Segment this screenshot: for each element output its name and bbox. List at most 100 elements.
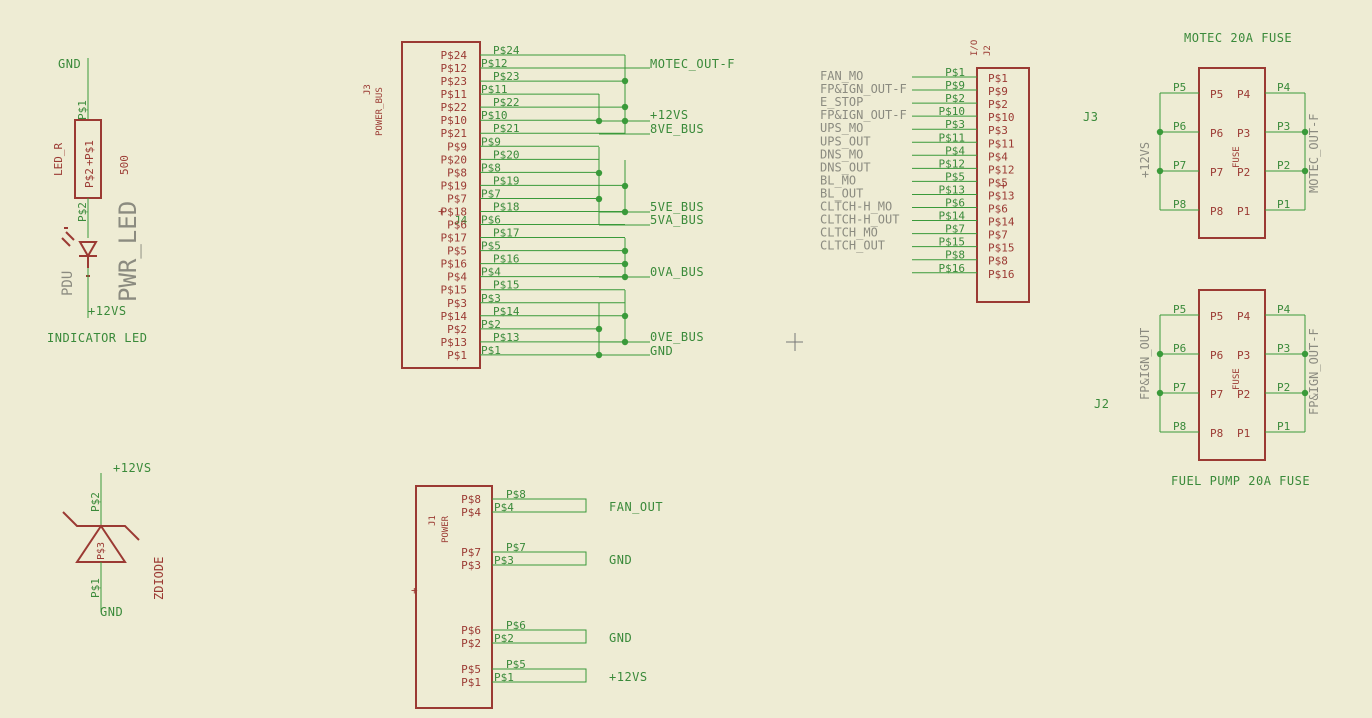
io-pin-label: P$14 xyxy=(988,216,1015,229)
power-bus-wires xyxy=(480,54,650,356)
fuse-title: FUEL PUMP 20A FUSE xyxy=(1171,474,1310,488)
power-bus-pin-label: P$4 xyxy=(447,271,467,284)
fuse-left-pin: P5 xyxy=(1173,303,1186,316)
fuse-left-pin: P7 xyxy=(1173,381,1186,394)
gnd-net-label: GND xyxy=(58,57,81,71)
power-bus-pin-label: P$3 xyxy=(447,297,467,310)
power-bus-pin-label: P$23 xyxy=(441,75,468,88)
zdiode-block: +12VS P$2 P$3 P$1 GND ZDIODE xyxy=(62,461,166,619)
motec-fuse-ref: J3 xyxy=(1083,110,1098,124)
fuse-junction xyxy=(1156,389,1164,397)
power-net-label: GND xyxy=(609,553,632,567)
zdiode-pin-top-label: P$2 xyxy=(89,492,102,512)
zdiode-gnd-label: GND xyxy=(100,605,123,619)
power-bus-wire-label: P$4 xyxy=(481,266,501,279)
io-connector-name: I/O xyxy=(970,40,980,56)
io-connector-body[interactable] xyxy=(976,67,1030,303)
power-bus-wire-label: P$22 xyxy=(493,96,520,109)
fuse-inner-left-pin: P7 xyxy=(1210,388,1223,401)
power-bus-stray-plus: + xyxy=(438,205,445,218)
fuse-inner-left-pin: P8 xyxy=(1210,205,1223,218)
fuse-right-pin: P3 xyxy=(1277,342,1290,355)
indicator-led-block: GND P$1 P$2 + P$1 LED_R 500 P$2 PDU PWR_… xyxy=(47,57,147,345)
power-bus-pin-label: P$7 xyxy=(447,192,467,205)
io-wire-label: P$9 xyxy=(945,79,965,92)
power-wire-label: P$8 xyxy=(506,488,526,501)
io-net-label: BL_MO xyxy=(820,173,856,187)
io-wire-label: P$15 xyxy=(939,236,966,249)
power-pin-label: P$6 xyxy=(461,624,481,637)
fuse-junction xyxy=(1156,128,1164,136)
power-wire-label: P$2 xyxy=(494,632,514,645)
net-motec-out-f: MOTEC_OUT-F xyxy=(650,57,735,71)
power-bus-pin-label: P$1 xyxy=(447,349,467,362)
led-symbol[interactable] xyxy=(61,227,98,259)
io-wire-label: P$8 xyxy=(945,249,965,262)
power-bus-pin-label: P$18 xyxy=(441,205,468,218)
power-bus-wire-label: P$1 xyxy=(481,344,501,357)
fuse-inner-right-pin: P2 xyxy=(1237,166,1250,179)
power-wire-label: P$4 xyxy=(494,501,514,514)
fuse-left-pin: P6 xyxy=(1173,342,1186,355)
power-wire-label: P$3 xyxy=(494,554,514,567)
power-bus-wire-label: P$5 xyxy=(481,240,501,253)
io-net-label: CLTCH_MO xyxy=(820,226,878,240)
io-net-label: CLTCH-H_OUT xyxy=(820,213,899,227)
power-bus-pin-label: P$2 xyxy=(447,323,467,336)
fuse-left-pin: P8 xyxy=(1173,198,1186,211)
fuse-right-pin: P4 xyxy=(1277,303,1291,316)
io-connector-plus: + xyxy=(1000,179,1007,192)
fuse-inner-right-pin: P4 xyxy=(1237,88,1251,101)
pump-fuse-ref: J2 xyxy=(1094,397,1109,411)
fuse-junction xyxy=(1156,167,1164,175)
fuse-left-pin: P7 xyxy=(1173,159,1186,172)
io-connector-ref: J2 xyxy=(983,45,993,56)
io-net-label: UPS_MO xyxy=(820,121,863,135)
power-bus-pin-label: P$14 xyxy=(441,310,468,323)
fuse-body[interactable] xyxy=(1198,289,1266,461)
power-bus-wire-label: P$17 xyxy=(493,227,520,240)
fuse-junction xyxy=(1301,350,1309,358)
net-12vs: +12VS xyxy=(650,108,689,122)
fuse-inner-left-pin: P6 xyxy=(1210,127,1223,140)
fuse-inner-left-pin: P8 xyxy=(1210,427,1223,440)
power-net-label: +12VS xyxy=(609,670,648,684)
fuse-title: MOTEC 20A FUSE xyxy=(1184,31,1292,45)
fuse-right-pin: P1 xyxy=(1277,420,1290,433)
io-wire-label: P$13 xyxy=(939,183,966,196)
power-pin-label: P$4 xyxy=(461,506,481,519)
power-bus-wire-label: P$7 xyxy=(481,187,501,200)
power-bus-wire-label: P$16 xyxy=(493,253,520,266)
fuse-left-pin: P8 xyxy=(1173,420,1186,433)
power-pin-label: P$2 xyxy=(461,637,481,650)
fuse-body[interactable] xyxy=(1198,67,1266,239)
power-pin-loop xyxy=(492,551,587,566)
power-wire-label: P$1 xyxy=(494,671,514,684)
power-bus-stray-j4: J4 xyxy=(454,214,468,227)
io-pin-label: P$11 xyxy=(988,137,1015,150)
net-5va-bus: 5VA_BUS xyxy=(650,213,704,227)
power-bus-junctions xyxy=(595,77,629,359)
zdiode-v12-label: +12VS xyxy=(113,461,152,475)
io-pin-label: P$15 xyxy=(988,242,1015,255)
fuse-right-pin: P2 xyxy=(1277,381,1290,394)
io-net-label: FP&IGN_OUT-F xyxy=(820,108,907,122)
power-bus-body[interactable] xyxy=(401,41,481,369)
io-wire-label: P$7 xyxy=(945,223,965,236)
io-wire-label: P$16 xyxy=(939,262,966,275)
zdiode-overlap-label: P$3 xyxy=(96,542,107,560)
crosshair-cursor-icon xyxy=(786,333,803,351)
power-pin-label: P$7 xyxy=(461,546,481,559)
power-connector-body[interactable] xyxy=(415,485,493,709)
led-top-wire-label: P$2 xyxy=(76,202,89,222)
power-bus-pin-label: P$11 xyxy=(441,88,468,101)
power-bus-wire-label: P$8 xyxy=(481,161,501,174)
power-bus-pin-label: P$6 xyxy=(447,219,467,232)
fuse-inner-left-pin: P5 xyxy=(1210,310,1223,323)
fuse-junction xyxy=(1156,350,1164,358)
